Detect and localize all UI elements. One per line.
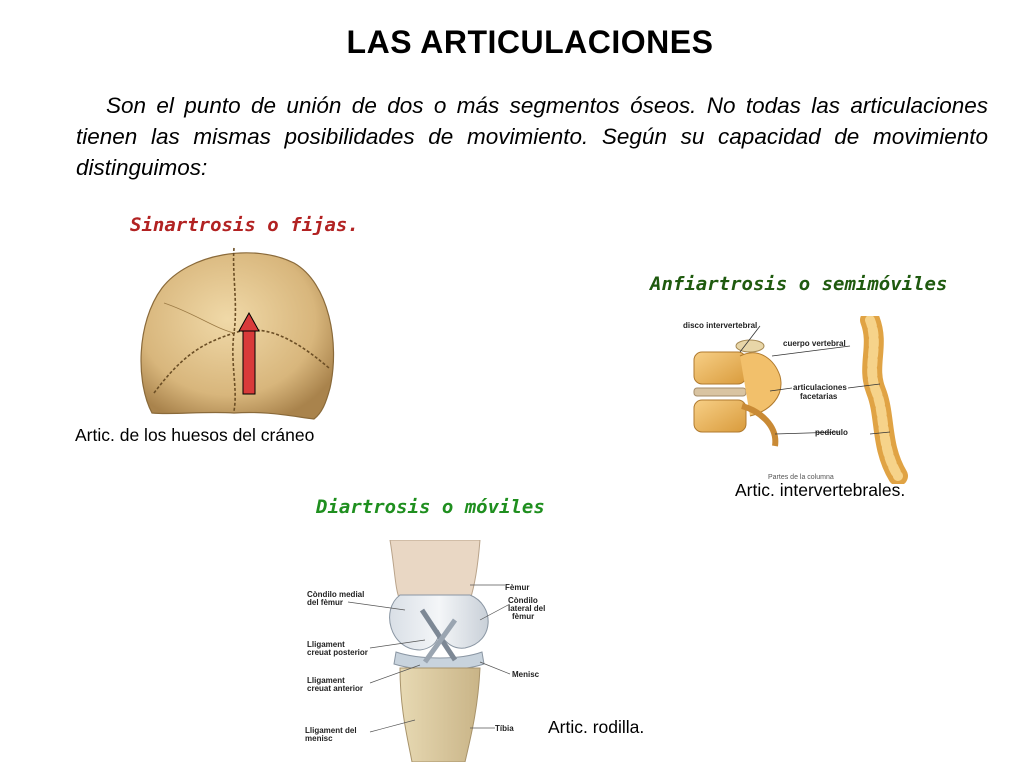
spine-figure: disco intervertebral cuerpo vertebral ar… [680, 316, 930, 484]
spine-label-facet-2: facetarias [800, 392, 838, 401]
spine-caption: Artic. intervertebrales. [735, 480, 906, 500]
knee-label-anterior-ligament-2: creuat anterior [307, 684, 364, 693]
spine-label-facet: articulaciones [793, 383, 847, 392]
knee-label-meniscus-ligament: Lligament del [305, 726, 357, 735]
spine-label-body: cuerpo vertebral [783, 339, 846, 348]
sinartrosis-heading: Sinartrosis o fijas. [130, 214, 359, 236]
knee-illustration [347, 540, 511, 762]
knee-label-medial-condyle-2: del fèmur [307, 598, 344, 607]
knee-label-medial-condyle: Còndilo medial [307, 590, 365, 599]
skull-illustration [140, 247, 335, 420]
spine-label-disc: disco intervertebral [683, 321, 758, 330]
red-arrow-icon [238, 311, 260, 395]
knee-label-posterior-ligament-2: creuat posterior [307, 648, 368, 657]
knee-caption: Artic. rodilla. [548, 717, 645, 737]
knee-label-tibia: Tíbia [495, 724, 514, 733]
intro-paragraph: Son el punto de unión de dos o más segme… [76, 93, 988, 180]
anfiartrosis-heading: Anfiartrosis o semimóviles [650, 273, 948, 295]
knee-label-femur: Fèmur [505, 583, 530, 592]
page-title: LAS ARTICULACIONES [346, 24, 714, 60]
knee-label-meniscus: Menisc [512, 670, 540, 679]
knee-label-anterior-ligament: Lligament [307, 676, 345, 685]
knee-figure: Fèmur Còndilo medial del fèmur Còndilo l… [300, 540, 550, 762]
skull-caption: Artic. de los huesos del cráneo [75, 425, 315, 445]
knee-label-posterior-ligament: Lligament [307, 640, 345, 649]
diartrosis-heading: Diartrosis o móviles [316, 496, 545, 518]
spine-illustration [693, 316, 908, 484]
spine-label-pedicle: pedículo [815, 428, 848, 437]
knee-label-lateral-condyle-2: lateral del [508, 604, 546, 613]
knee-label-lateral-condyle-3: fèmur [512, 612, 535, 621]
knee-label-meniscus-ligament-2: menisc [305, 734, 333, 743]
spine-watermark: Partes de la columna [768, 474, 834, 481]
knee-label-lateral-condyle: Còndilo [508, 596, 538, 605]
